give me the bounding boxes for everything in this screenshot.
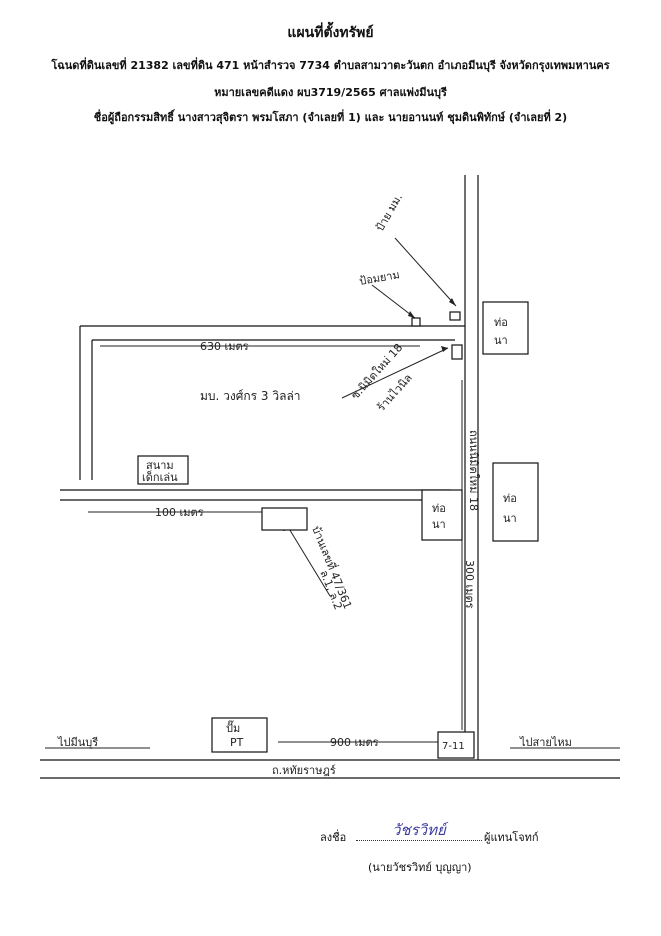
label-seven-eleven: 7-11 — [442, 741, 465, 752]
playground-box — [137, 455, 189, 485]
label-sign-mm: ป้าย มม. — [373, 191, 405, 233]
label-to-saimai: ไปสายไหม — [519, 736, 572, 749]
label-main-road: ถ.หทัยราษฎร์ — [272, 764, 336, 777]
label-pond-2a: ท่อ — [432, 502, 446, 515]
pond-box-1 — [482, 301, 529, 355]
label-dist-vert: 300 เมตร — [463, 560, 476, 609]
label-dist-630: 630 เมตร — [200, 340, 249, 353]
case-number: หมายเลขคดีแดง ผบ3719/2565 ศาลแพ่งมีนบุรี — [214, 86, 447, 99]
signer-name: (นายวัชรวิทย์ บุญญา) — [368, 861, 472, 874]
label-village: มบ. วงศ์กร 3 วิลล่า — [200, 389, 301, 403]
label-to-minburi: ไปมีนบุรี — [57, 736, 98, 749]
pond-box-2 — [421, 489, 463, 541]
sign-box — [449, 311, 461, 321]
deed-info: โฉนดที่ดินเลขที่ 21382 เลขที่ดิน 471 หน้… — [51, 59, 610, 72]
label-guard-booth: ป้อมยาม — [358, 268, 400, 288]
label-pump-b: PT — [230, 736, 244, 749]
pump-box — [211, 717, 268, 753]
label-pond-1a: ท่อ — [494, 316, 508, 329]
signature-line — [356, 840, 482, 841]
seven-box — [437, 731, 475, 759]
label-pond-3b: นา — [503, 512, 517, 525]
label-pump-a: ปั๊ม — [226, 720, 240, 735]
signer-role: ผู้แทนโจทก์ — [484, 831, 539, 844]
label-tin-shop: ร้านไวนิล — [375, 371, 415, 414]
label-pond-2b: นา — [432, 518, 446, 531]
label-road-vert: ถนนนิมิตใหม่ 18 — [467, 430, 480, 511]
label-playground-a: สนาม — [146, 459, 174, 472]
house-box — [261, 507, 308, 531]
label-dist-100: 100 เมตร — [155, 506, 204, 519]
guard-box — [411, 317, 421, 327]
label-dist-900: 900 เมตร — [330, 736, 379, 749]
sign-label: ลงชื่อ — [320, 831, 347, 844]
pond-box-3 — [492, 462, 539, 542]
label-playground-b: เด็กเล่น — [142, 470, 178, 484]
shop-box — [451, 344, 463, 360]
signature-scribble: วัชรวิทย์ — [392, 821, 446, 839]
label-pond-1b: นา — [494, 334, 508, 347]
owner-info: ชื่อผู้ถือกรรมสิทธิ์ นางสาวสุจิตรา พรมโส… — [93, 111, 568, 124]
page-title: แผนที่ตั้งทรัพย์ — [287, 25, 374, 41]
label-pond-3a: ท่อ — [503, 492, 517, 505]
